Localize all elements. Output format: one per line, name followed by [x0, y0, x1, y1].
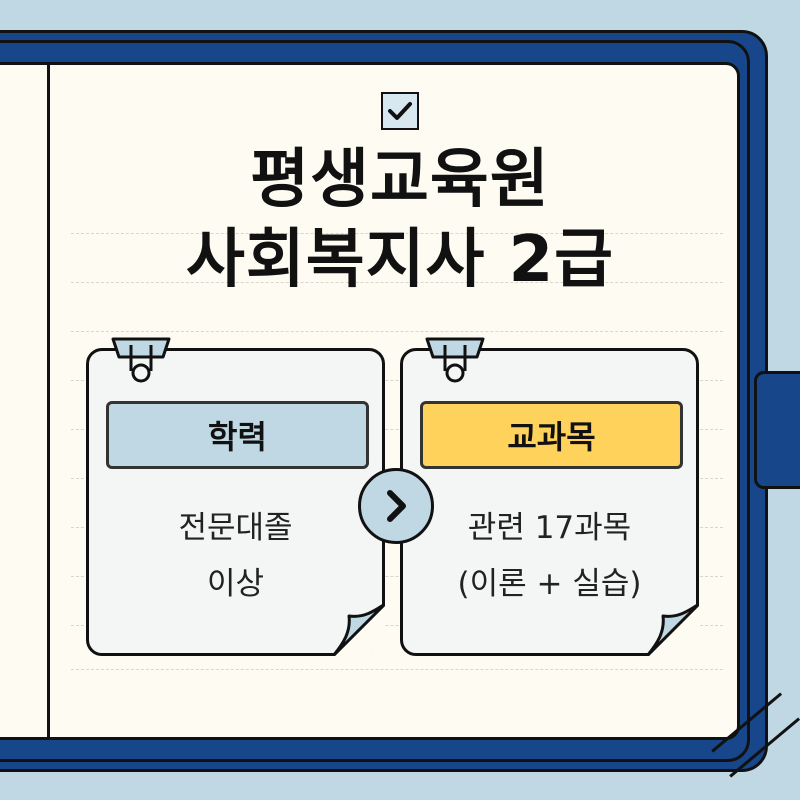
ruled-line [71, 233, 723, 234]
courses-line2: (이론 + 실습) [457, 566, 642, 602]
education-label: 학력 [106, 401, 369, 469]
courses-label: 교과목 [420, 401, 683, 469]
courses-card: 교과목 관련 17과목 (이론 + 실습) [400, 337, 699, 656]
ruled-line [71, 669, 723, 670]
education-card: 학력 전문대졸 이상 [86, 337, 385, 656]
ruled-line [71, 331, 723, 332]
courses-line1: 관련 17과목 [467, 510, 632, 546]
page-curl [333, 604, 385, 656]
ruled-line [71, 282, 723, 283]
ruled-line [71, 576, 723, 577]
page-curl [647, 604, 699, 656]
binder-clip-icon [111, 337, 171, 383]
binder-clip-icon [425, 337, 485, 383]
binder-tab [754, 371, 800, 489]
chevron-right-icon [358, 468, 434, 544]
ruled-line [71, 380, 723, 381]
page-title-line2: 사회복지사 2급 [185, 223, 615, 297]
education-line2: 이상 [206, 566, 265, 602]
ruled-line [71, 625, 723, 626]
education-line1: 전문대졸 [178, 510, 293, 546]
ruled-line [71, 429, 723, 430]
checkmark-icon [381, 92, 419, 130]
margin-line [47, 65, 50, 737]
page-title-line1: 평생교육원 [250, 143, 550, 217]
